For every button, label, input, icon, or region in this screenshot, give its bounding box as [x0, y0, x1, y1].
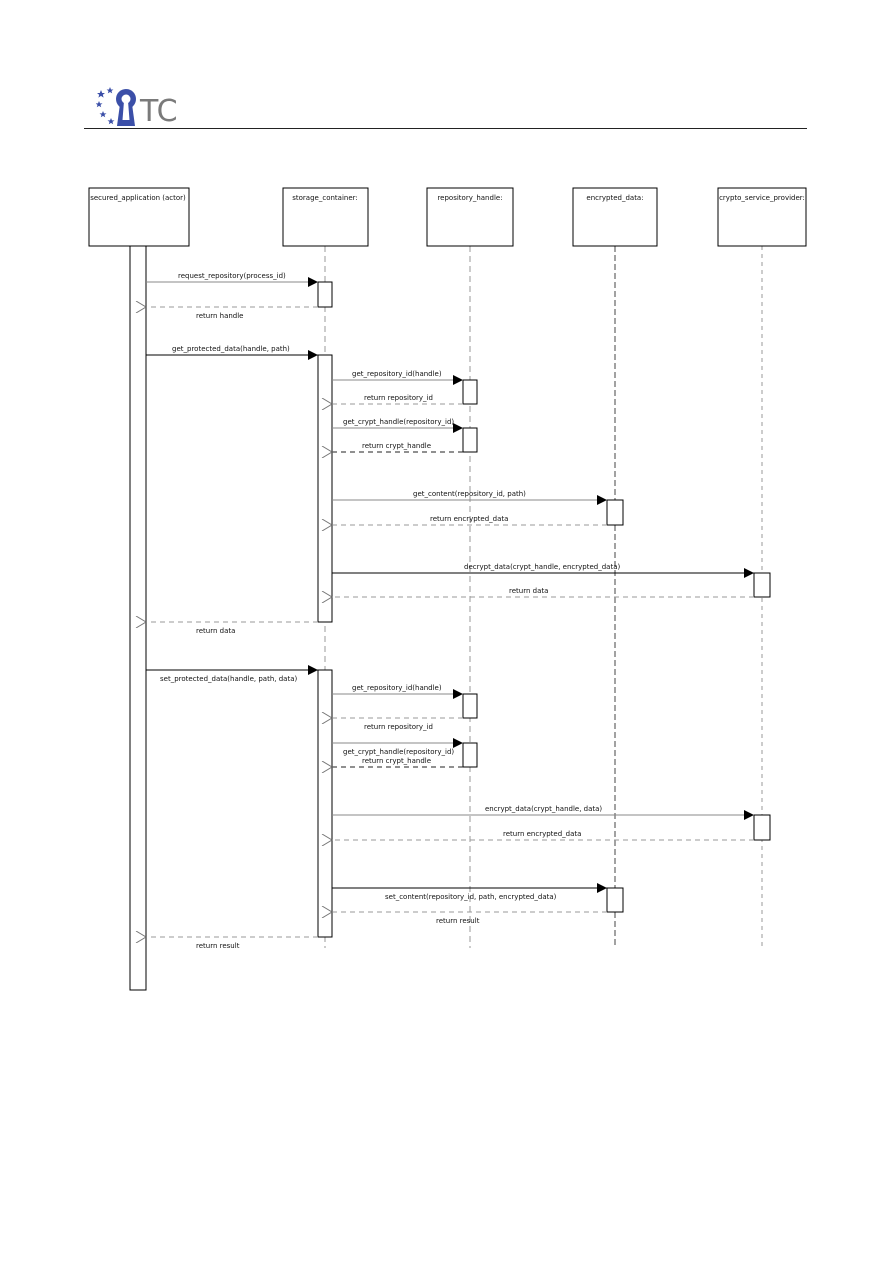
- message-label: return result: [196, 942, 240, 950]
- participant-label-rh: repository_handle:: [437, 194, 502, 202]
- message-label: get_crypt_handle(repository_id): [343, 418, 454, 426]
- message-label: set_content(repository_id, path, encrypt…: [385, 893, 557, 901]
- message-label: return repository_id: [364, 723, 433, 731]
- message-label: request_repository(process_id): [178, 272, 286, 280]
- message-label: get_protected_data(handle, path): [172, 345, 290, 353]
- activation-rh: [462, 427, 478, 453]
- message-label: decrypt_data(crypt_handle, encrypted_dat…: [464, 563, 620, 571]
- message-label: get_repository_id(handle): [352, 684, 442, 692]
- itc-logo: TC: [95, 86, 196, 129]
- activation-rh: [462, 379, 478, 405]
- participant-box-rh: [426, 187, 514, 247]
- logo-text: TC: [139, 94, 178, 128]
- participant-box-sc: [282, 187, 369, 247]
- lifeline-app-bar: [129, 245, 147, 991]
- message-label: return encrypted_data: [503, 830, 581, 838]
- message-label: return data: [509, 587, 548, 595]
- header-rule: [84, 128, 807, 129]
- message-label: get_repository_id(handle): [352, 370, 442, 378]
- activation-rh: [462, 742, 478, 768]
- activation-sc: [317, 354, 333, 623]
- message-label: return repository_id: [364, 394, 433, 402]
- message-label: encrypt_data(crypt_handle, data): [485, 805, 602, 813]
- activation-ed: [606, 499, 624, 526]
- participant-box-app: [88, 187, 190, 247]
- activation-rh: [462, 693, 478, 719]
- participant-label-ed: encrypted_data:: [586, 194, 643, 202]
- message-label: get_crypt_handle(repository_id): [343, 748, 454, 756]
- message-label: return encrypted_data: [430, 515, 508, 523]
- activation-sc: [317, 669, 333, 938]
- message-label: return data: [196, 627, 235, 635]
- keyhole-stars-icon: TC: [95, 87, 178, 129]
- message-label: return result: [436, 917, 480, 925]
- participant-label-csp: crypto_service_provider:: [719, 194, 805, 202]
- message-label: return crypt_handle: [362, 757, 431, 765]
- message-label: get_content(repository_id, path): [413, 490, 526, 498]
- message-label: set_protected_data(handle, path, data): [160, 675, 297, 683]
- activation-csp: [753, 572, 771, 598]
- participant-label-app: secured_application (actor): [90, 194, 186, 202]
- participant-box-csp: [717, 187, 807, 247]
- message-label: return handle: [196, 312, 244, 320]
- activation-csp: [753, 814, 771, 841]
- message-label: return crypt_handle: [362, 442, 431, 450]
- activation-ed: [606, 887, 624, 913]
- participant-box-ed: [572, 187, 658, 247]
- activation-sc: [317, 281, 333, 308]
- participant-label-sc: storage_container:: [292, 194, 358, 202]
